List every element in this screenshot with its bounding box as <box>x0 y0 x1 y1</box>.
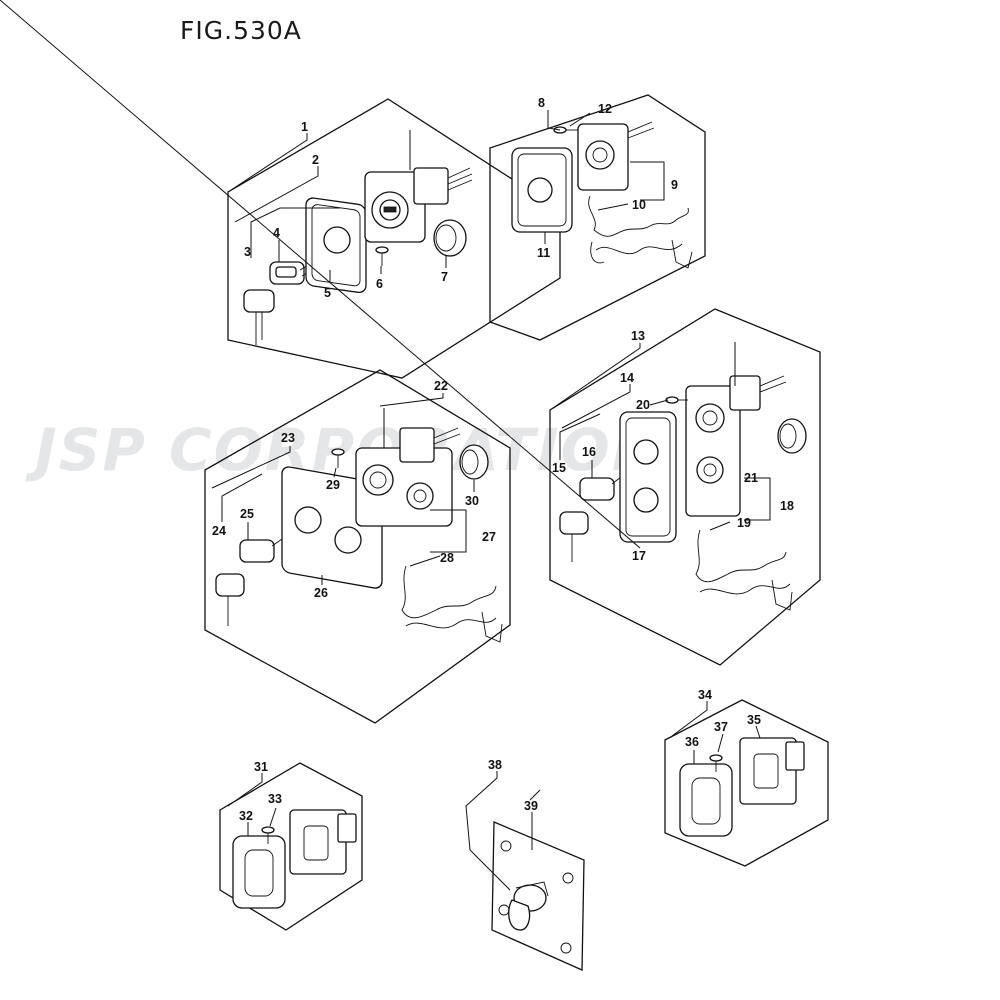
screw-part <box>709 754 723 772</box>
callout-10: 10 <box>632 198 646 212</box>
callout-36: 36 <box>685 735 699 749</box>
watermark: JSP CORPORATION <box>25 416 662 484</box>
callout-11: 11 <box>537 246 550 260</box>
callout-1: 1 <box>301 120 308 134</box>
callout-21: 21 <box>744 471 758 485</box>
callout-13: 13 <box>631 329 645 343</box>
switch-plate-part <box>679 763 733 837</box>
assembly-group-38 <box>465 771 585 971</box>
key-part <box>559 469 631 562</box>
callout-7: 7 <box>441 270 448 284</box>
stop-switch-part <box>577 121 655 191</box>
switch-module-part <box>739 737 805 805</box>
callout-9: 9 <box>671 178 678 192</box>
assembly-group-31 <box>219 762 363 931</box>
key-part <box>243 257 323 345</box>
callout-38: 38 <box>488 758 502 772</box>
assembly-group-8 <box>489 94 706 341</box>
callout-15: 15 <box>552 461 566 475</box>
switch-plate-part <box>511 147 573 233</box>
callout-28: 28 <box>440 551 454 565</box>
callout-2: 2 <box>312 153 319 167</box>
control-panel-part <box>491 821 585 971</box>
figure-title: FIG.530A <box>180 16 302 45</box>
callout-31: 31 <box>254 760 268 774</box>
screw-part <box>261 826 275 844</box>
cap-part <box>459 444 489 480</box>
dual-switch-plate-part <box>619 411 677 543</box>
callout-20: 20 <box>636 398 650 412</box>
callout-17: 17 <box>632 549 646 563</box>
callout-34: 34 <box>698 688 712 702</box>
callout-19: 19 <box>737 516 751 530</box>
callout-5: 5 <box>324 286 331 300</box>
assembly-group-22 <box>204 369 511 724</box>
screw-part <box>665 396 688 404</box>
switch-plate-part <box>305 197 367 294</box>
lanyard-part <box>401 565 503 643</box>
switch-module-part <box>289 809 357 875</box>
callout-12: 12 <box>598 102 612 116</box>
callout-37: 37 <box>714 720 728 734</box>
callout-26: 26 <box>314 586 328 600</box>
callout-29: 29 <box>326 478 340 492</box>
key-part <box>215 531 293 626</box>
callout-14: 14 <box>620 371 634 385</box>
lanyard-part <box>695 529 793 611</box>
assembly-group-34 <box>664 699 829 867</box>
callout-18: 18 <box>780 499 794 513</box>
callout-8: 8 <box>538 96 545 110</box>
callout-6: 6 <box>376 277 383 291</box>
screw-part <box>331 448 345 468</box>
callout-23: 23 <box>281 431 295 445</box>
callout-35: 35 <box>747 713 761 727</box>
dual-switch-part <box>685 375 787 517</box>
callout-3: 3 <box>244 245 251 259</box>
callout-27: 27 <box>482 530 496 544</box>
callout-30: 30 <box>465 494 479 508</box>
cap-part <box>777 418 807 454</box>
callout-16: 16 <box>582 445 596 459</box>
ignition-switch-part <box>364 167 473 243</box>
callout-4: 4 <box>273 226 280 240</box>
lanyard-part <box>588 195 693 269</box>
assembly-group-1 <box>227 98 561 379</box>
dual-switch-part <box>355 427 461 527</box>
assembly-group-13 <box>0 0 821 666</box>
callout-33: 33 <box>268 792 282 806</box>
switch-plate-part <box>232 835 286 909</box>
callout-labels: 1 2 3 4 5 6 7 8 9 10 11 12 13 14 15 16 1… <box>212 96 794 823</box>
callout-32: 32 <box>239 809 253 823</box>
callout-39: 39 <box>524 799 538 813</box>
callout-24: 24 <box>212 524 226 538</box>
callout-25: 25 <box>240 507 254 521</box>
cap-part <box>433 219 467 257</box>
screw-part <box>375 246 389 266</box>
callout-22: 22 <box>434 379 448 393</box>
